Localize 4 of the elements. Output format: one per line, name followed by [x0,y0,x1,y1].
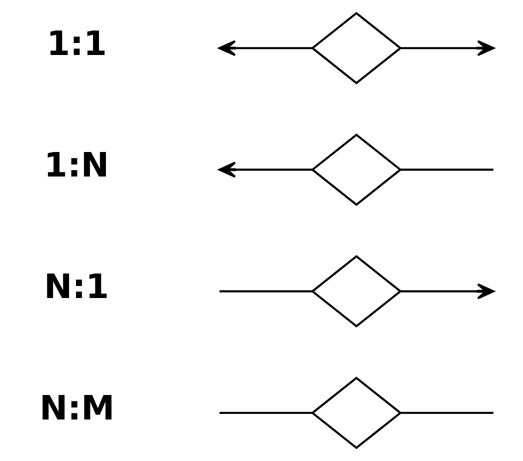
label: 1:N [44,146,109,185]
label: N:M [39,388,114,428]
label: N:1 [44,267,109,306]
label: 1:1 [46,24,106,63]
